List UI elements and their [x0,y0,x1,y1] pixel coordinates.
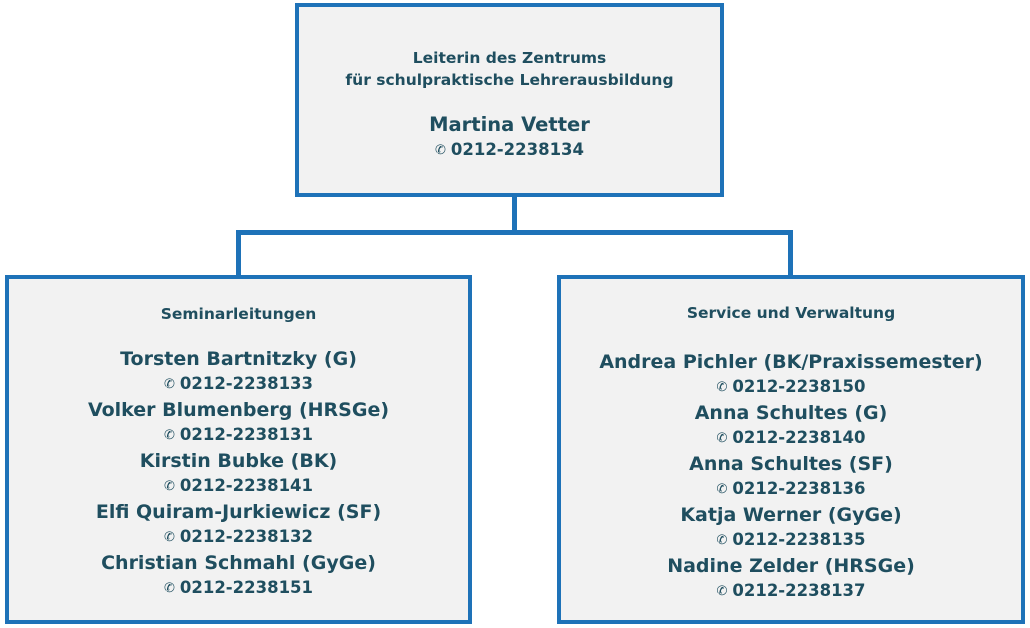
director-name: Martina Vetter [429,113,590,136]
phone-number: 0212-2238151 [179,578,314,597]
phone-icon: ✆ [163,479,175,494]
phone-number: 0212-2238131 [179,425,314,444]
person-phone: ✆ 0212-2238137 [561,579,1021,604]
list-item: Elfi Quiram-Jurkiewicz (SF) ✆ 0212-223813… [9,499,468,550]
person-phone: ✆ 0212-2238140 [561,426,1021,451]
list-item: Anna Schultes (G) ✆ 0212-2238140 [561,400,1021,451]
phone-number: 0212-2238140 [732,428,866,447]
person-phone: ✆ 0212-2238135 [561,528,1021,553]
person-phone: ✆ 0212-2238151 [9,576,468,601]
list-item: Anna Schultes (SF) ✆ 0212-2238136 [561,451,1021,502]
phone-number: 0212-2238135 [732,530,866,549]
phone-icon: ✆ [716,482,728,497]
director-box: Leiterin des Zentrums für schulpraktisch… [295,3,724,197]
person-phone: ✆ 0212-2238133 [9,372,468,397]
connector-right-vertical [788,230,793,277]
connector-left-vertical [236,230,241,277]
person-phone: ✆ 0212-2238131 [9,423,468,448]
phone-number: 0212-2238133 [179,374,314,393]
person-name: Nadine Zelder (HRSGe) [667,555,915,577]
list-item: Kirstin Bubke (BK) ✆ 0212-2238141 [9,448,468,499]
phone-icon: ✆ [716,584,728,599]
phone-number: 0212-2238136 [732,479,866,498]
service-heading: Service und Verwaltung [686,304,896,322]
director-title: Leiterin des Zentrums für schulpraktisch… [299,47,720,91]
service-box: Service und Verwaltung Andrea Pichler (B… [557,275,1025,624]
list-item: Torsten Bartnitzky (G) ✆ 0212-2238133 [9,346,468,397]
connector-top-vertical [512,196,517,233]
seminar-heading: Seminarleitungen [160,305,317,323]
phone-icon: ✆ [716,533,728,548]
person-phone: ✆ 0212-2238136 [561,477,1021,502]
seminar-box: Seminarleitungen Torsten Bartnitzky (G) … [5,275,472,624]
person-phone: ✆ 0212-2238141 [9,474,468,499]
list-item: Andrea Pichler (BK/Praxissemester) ✆ 0212… [561,349,1021,400]
phone-number: 0212-2238137 [732,581,866,600]
person-phone: ✆ 0212-2238150 [561,375,1021,400]
list-item: Nadine Zelder (HRSGe) ✆ 0212-2238137 [561,553,1021,604]
phone-icon: ✆ [716,431,728,446]
person-name: Andrea Pichler (BK/Praxissemester) [599,351,983,373]
seminar-list: Torsten Bartnitzky (G) ✆ 0212-2238133 Vol… [9,346,468,601]
person-phone: ✆ 0212-2238132 [9,525,468,550]
director-title-line2: für schulpraktische Lehrerausbildung [345,71,674,89]
phone-icon: ✆ [163,581,175,596]
person-name: Anna Schultes (SF) [689,453,893,475]
phone-icon: ✆ [163,428,175,443]
phone-icon: ✆ [434,143,446,158]
person-name: Anna Schultes (G) [694,402,888,424]
list-item: Volker Blumenberg (HRSGe) ✆ 0212-2238131 [9,397,468,448]
person-name: Kirstin Bubke (BK) [139,450,338,472]
service-list: Andrea Pichler (BK/Praxissemester) ✆ 0212… [561,349,1021,604]
phone-icon: ✆ [163,377,175,392]
person-name: Christian Schmahl (GyGe) [101,552,376,574]
list-item: Christian Schmahl (GyGe) ✆ 0212-2238151 [9,550,468,601]
person-name: Volker Blumenberg (HRSGe) [87,399,390,421]
list-item: Katja Werner (GyGe) ✆ 0212-2238135 [561,502,1021,553]
phone-number: 0212-2238141 [179,476,314,495]
phone-icon: ✆ [716,380,728,395]
person-name: Elfi Quiram-Jurkiewicz (SF) [95,501,382,523]
phone-number: 0212-2238132 [179,527,314,546]
director-phone: ✆ 0212-2238134 [299,138,720,163]
connector-horizontal [236,230,793,235]
phone-number: 0212-2238150 [732,377,866,396]
person-name: Torsten Bartnitzky (G) [120,348,357,370]
director-title-line1: Leiterin des Zentrums [412,49,607,67]
phone-icon: ✆ [163,530,175,545]
person-name: Katja Werner (GyGe) [680,504,902,526]
director-phone-number: 0212-2238134 [450,140,585,159]
